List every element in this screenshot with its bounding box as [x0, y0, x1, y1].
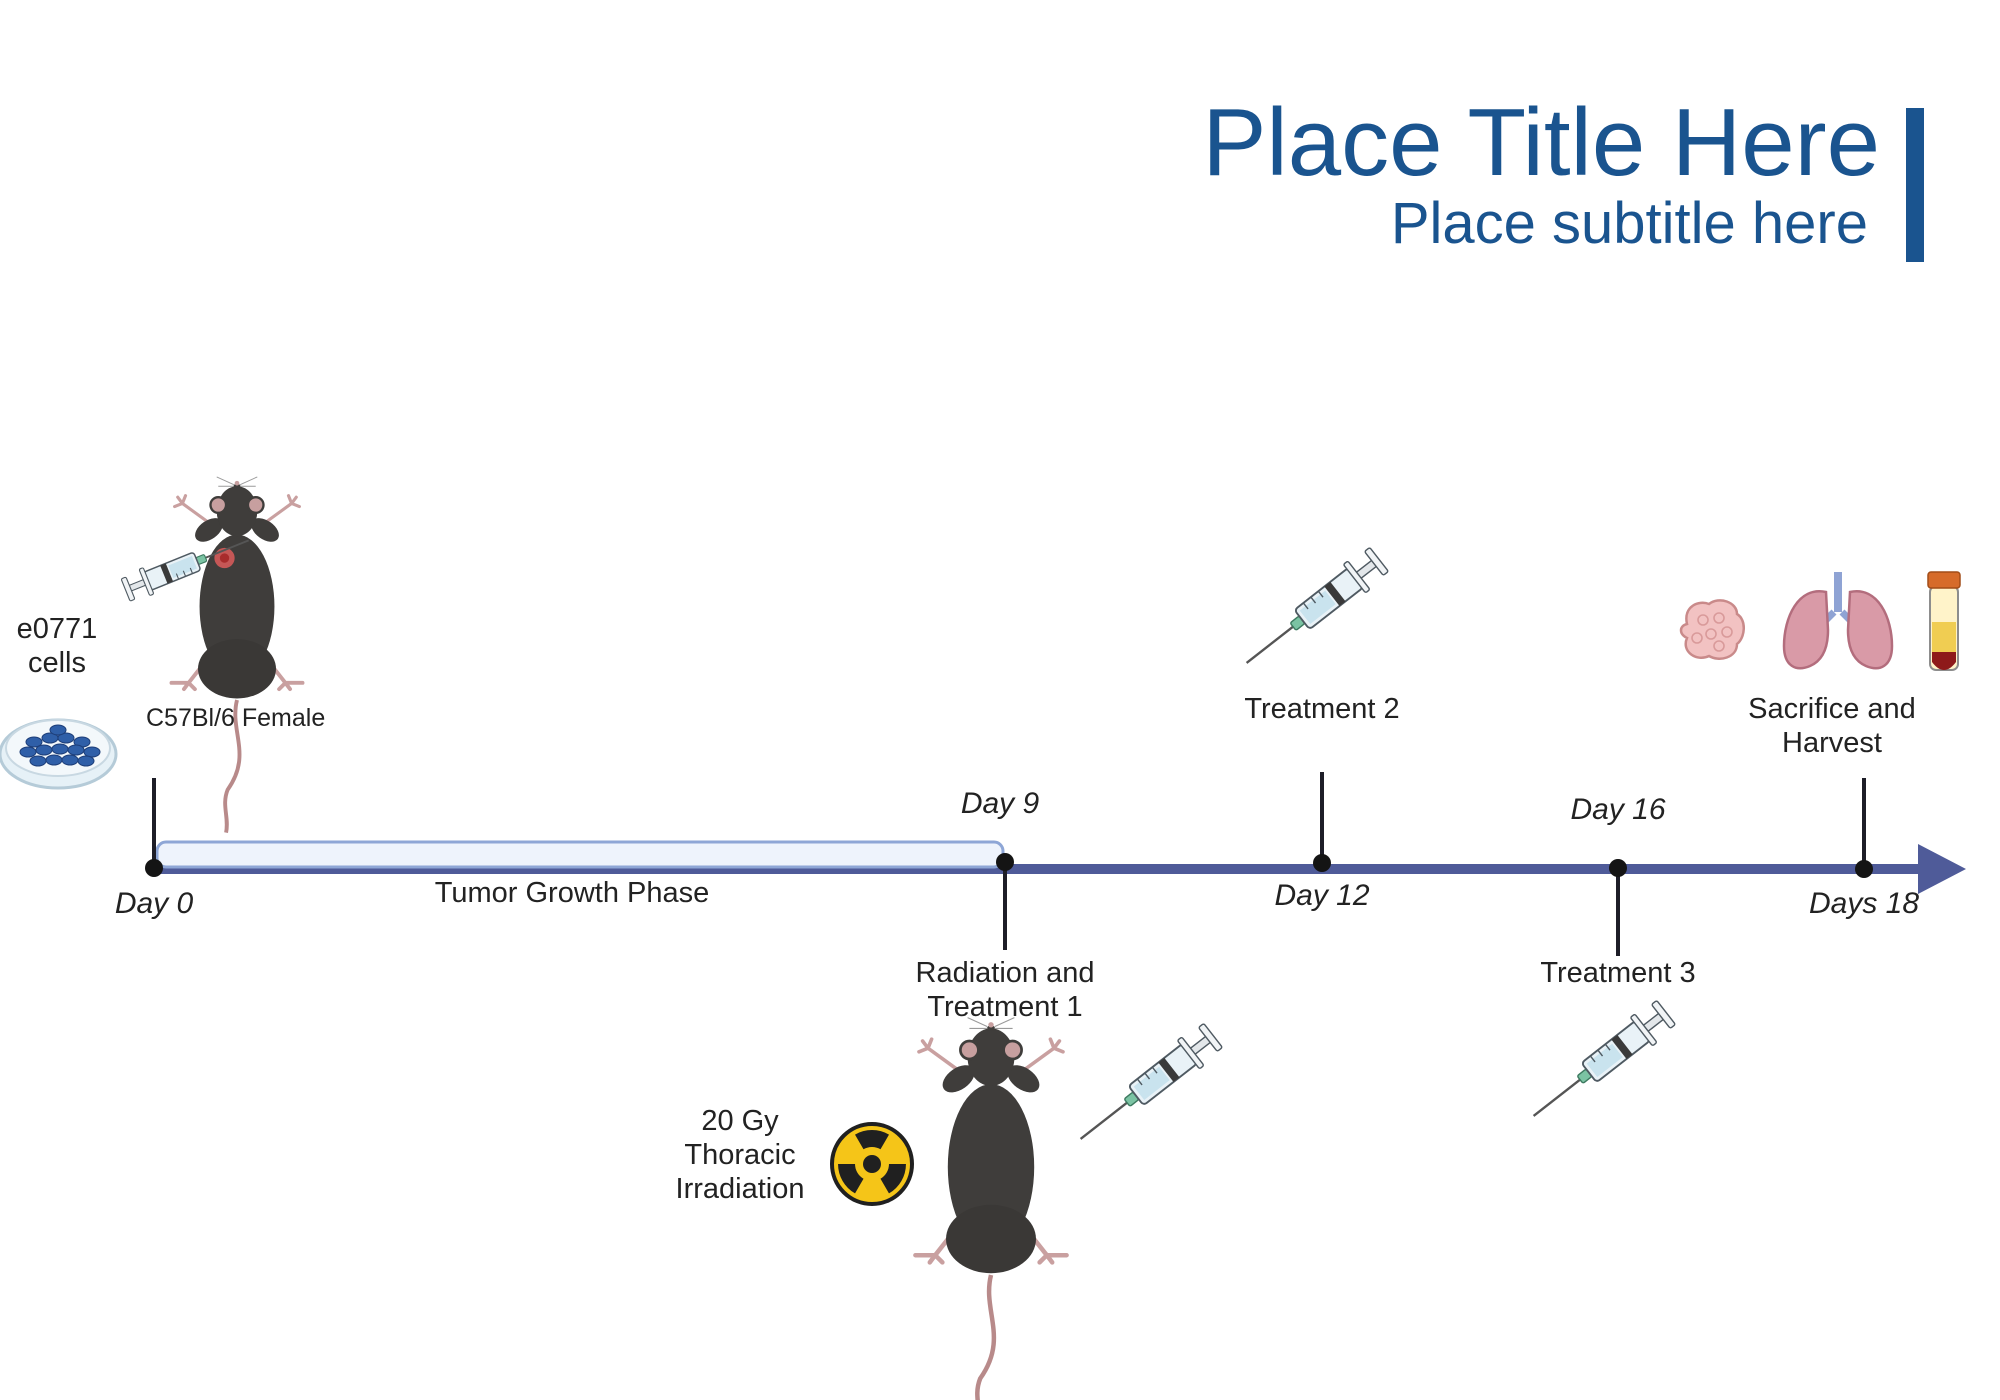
mouse-icon	[169, 474, 305, 835]
radiation-icon	[830, 1122, 914, 1206]
day-16-label: Day 16	[1570, 793, 1666, 826]
blood-tube-icon	[1927, 571, 1961, 671]
irradiation-label: 20 Gy Thoracic Irradiation	[675, 1105, 805, 1206]
tumor-icon	[1679, 599, 1745, 660]
tumor-growth-phase-label: Tumor Growth Phase	[434, 877, 710, 909]
cells-label: e0771 cells	[16, 613, 98, 680]
strain-label: C57Bl/6 Female	[146, 704, 326, 732]
sacrifice-harvest-label: Sacrifice and Harvest	[1748, 693, 1916, 760]
page-title: Place Title Here	[1202, 89, 1880, 196]
lungs-icon	[1782, 572, 1894, 670]
radiation-treatment-1-label: Radiation and Treatment 1	[915, 957, 1095, 1024]
day-0-label: Day 0	[114, 887, 194, 920]
day-18-label: Days 18	[1808, 887, 1920, 920]
day-12-label: Day 12	[1274, 879, 1370, 912]
syringe-icon-treatment-1	[1068, 1020, 1226, 1155]
treatment-2-label: Treatment 2	[1244, 693, 1400, 725]
marker-day-9	[996, 853, 1014, 871]
petri-dish-icon	[0, 718, 118, 790]
marker-day-12	[1313, 854, 1331, 872]
syringe-icon-treatment-2	[1234, 544, 1392, 679]
day-9-label: Day 9	[960, 787, 1040, 820]
title-accent-bar	[1906, 108, 1924, 262]
marker-day-0	[145, 859, 163, 877]
page-subtitle: Place subtitle here	[1390, 191, 1868, 256]
syringe-icon-treatment-3	[1521, 997, 1679, 1132]
tumor-growth-phase-bar	[155, 840, 1005, 869]
marker-day-18	[1855, 860, 1873, 878]
treatment-3-label: Treatment 3	[1540, 957, 1696, 989]
timeline-arrowhead	[1918, 844, 1966, 894]
mouse-icon-irradiation	[915, 1018, 1066, 1400]
marker-day-16	[1609, 859, 1627, 877]
